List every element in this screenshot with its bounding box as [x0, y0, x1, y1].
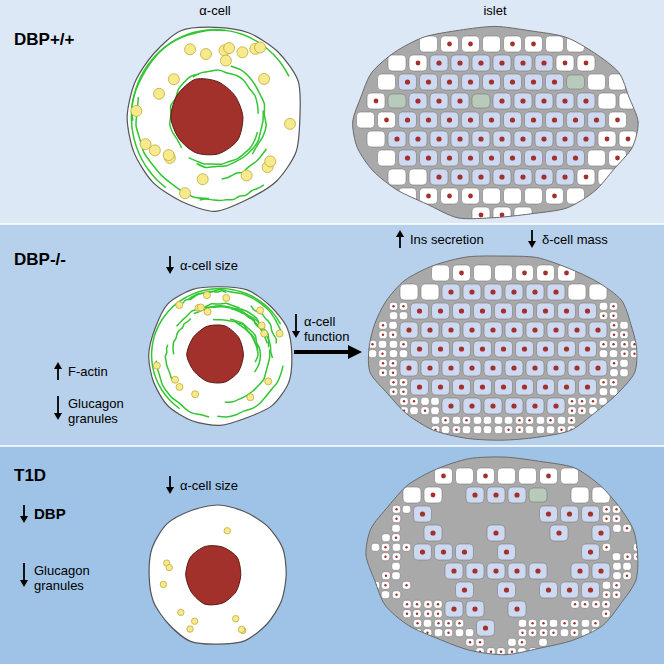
islet-figure: Ins secretion δ-cell mass — [362, 228, 640, 444]
islet-drawing — [366, 457, 642, 656]
cell-figure: α-cell — [120, 0, 310, 214]
change-arrow — [20, 563, 28, 587]
alpha-cell-drawing — [149, 287, 292, 426]
figure-heading: Ins secretion — [410, 232, 484, 247]
change-arrow — [54, 396, 62, 420]
band-ground — [0, 224, 664, 446]
change-label: F-actin — [68, 364, 108, 379]
band-divider — [0, 445, 664, 447]
change-label: DBP — [34, 505, 66, 523]
figure-heading: α-cell size — [180, 478, 238, 493]
edge-label: α-cell function — [304, 314, 362, 344]
change-arrow — [292, 314, 300, 338]
alpha-cell-drawing — [149, 505, 286, 644]
change-label: Glucagon granules — [68, 396, 140, 426]
change-arrow — [528, 230, 536, 248]
change-arrow — [54, 362, 62, 380]
band-ground — [0, 0, 664, 224]
figure-heading: islet — [483, 3, 506, 18]
figure-heading: δ-cell mass — [542, 232, 608, 247]
panel-label: DBP-/- — [14, 250, 66, 270]
panel-band: DBP+/+ α-cell islet — [0, 0, 664, 224]
cell-figure: α-cell size — [148, 250, 294, 428]
figure-heading: α-cell — [199, 3, 230, 18]
islet-figure: islet — [350, 0, 640, 222]
cell-figure: α-cell size — [148, 470, 290, 650]
islet-drawing — [353, 26, 639, 223]
panel-label: DBP+/+ — [14, 30, 74, 50]
figure-heading: α-cell size — [180, 258, 238, 273]
islet-drawing — [368, 256, 639, 440]
panel-label: T1D — [14, 466, 46, 486]
alpha-cell-drawing — [127, 27, 300, 211]
change-label: Glucagon granules — [34, 563, 106, 593]
band-ground — [0, 446, 664, 664]
change-arrow — [20, 505, 28, 523]
change-arrow — [166, 256, 174, 274]
band-divider — [0, 223, 664, 225]
flow-arrow — [294, 350, 348, 354]
change-arrow — [396, 230, 404, 248]
change-arrow — [166, 476, 174, 494]
panel-band: T1D α-cell size — [0, 446, 664, 664]
